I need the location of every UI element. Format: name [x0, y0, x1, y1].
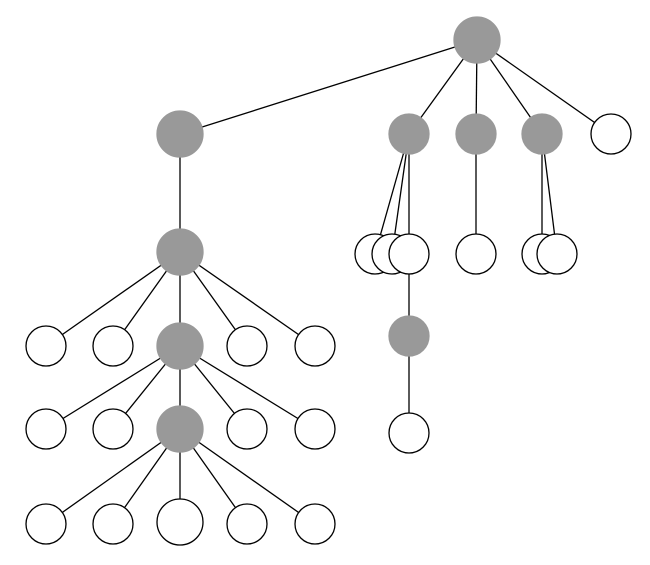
edge-root-to-a	[179, 39, 478, 135]
tree-edges	[45, 39, 612, 525]
filled-node-b3-c	[388, 315, 430, 357]
empty-node-b3-cc	[388, 412, 430, 454]
empty-node-a1-r2	[294, 325, 336, 367]
empty-node-a3-c1	[25, 503, 67, 545]
filled-node-a3	[156, 405, 204, 453]
empty-node-a3-c2	[92, 503, 134, 545]
filled-node-a	[156, 110, 204, 158]
empty-node-a1-l2	[92, 325, 134, 367]
empty-node-a3-c4	[226, 503, 268, 545]
empty-node-d2	[536, 233, 578, 275]
empty-node-e	[590, 113, 632, 155]
edge-a1-to-a1-r2	[179, 251, 316, 347]
edge-root-to-e	[476, 39, 612, 135]
empty-node-a1-r1	[226, 325, 268, 367]
empty-node-a2-r2	[294, 408, 336, 450]
empty-node-a1-l1	[25, 325, 67, 367]
filled-node-root	[453, 16, 501, 64]
empty-node-a2-l2	[92, 408, 134, 450]
empty-node-b3	[388, 233, 430, 275]
edge-a3-to-a3-c1	[45, 428, 181, 525]
filled-node-a2	[156, 322, 204, 370]
filled-node-c	[455, 113, 497, 155]
empty-node-a2-l1	[25, 408, 67, 450]
edge-a2-to-a2-l1	[45, 345, 181, 430]
empty-node-a3-c5	[294, 503, 336, 545]
empty-node-c1	[455, 233, 497, 275]
filled-node-a1	[156, 228, 204, 276]
edge-a1-to-a1-l1	[45, 251, 181, 347]
tree-nodes	[25, 16, 632, 546]
filled-node-b	[388, 113, 430, 155]
edge-a2-to-a2-r2	[179, 345, 316, 430]
empty-node-a3-c3	[156, 498, 204, 546]
edge-b-to-b1	[374, 133, 410, 255]
filled-node-d	[521, 113, 563, 155]
empty-node-a2-r1	[226, 408, 268, 450]
edge-a3-to-a3-c5	[179, 428, 316, 525]
